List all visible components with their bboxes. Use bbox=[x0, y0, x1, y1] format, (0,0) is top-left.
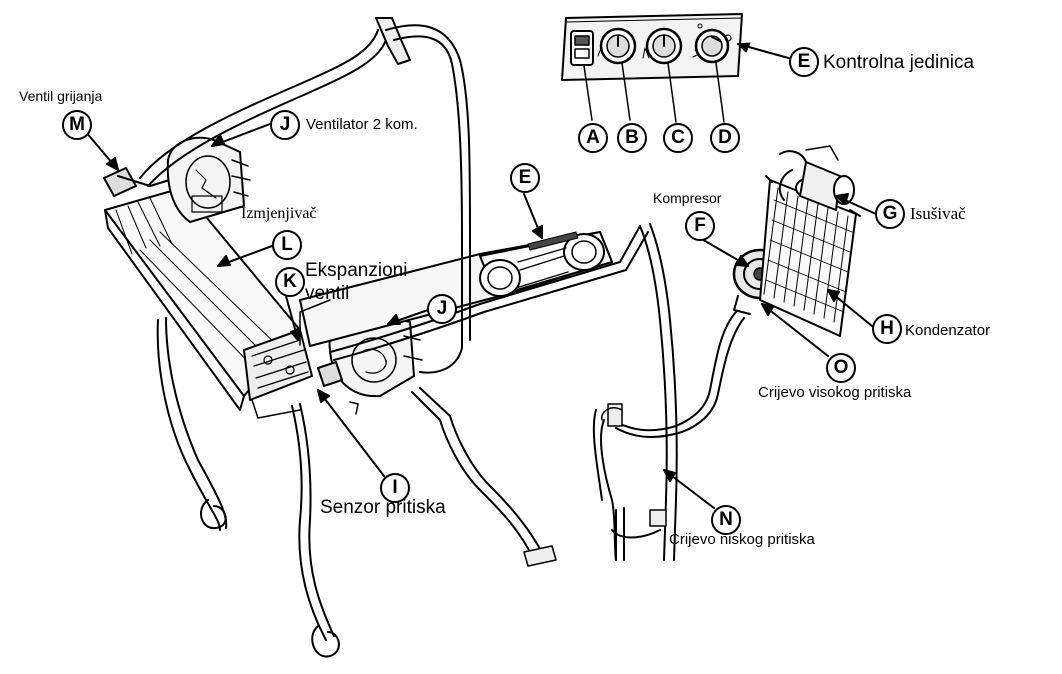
callout-n: N bbox=[711, 505, 741, 535]
leader-lines bbox=[85, 123, 877, 509]
label-crijevo-niskog: Crijevo niskog pritiska bbox=[669, 531, 815, 548]
callout-b: B bbox=[617, 123, 647, 153]
hoses-drawing bbox=[139, 17, 745, 658]
label-ventil-grijanja: Ventil grijanja bbox=[19, 88, 103, 104]
control-panel-drawing bbox=[561, 13, 793, 123]
label-izmjenjivac: Izmjenjivač bbox=[241, 205, 317, 222]
callout-l: L bbox=[272, 230, 302, 260]
label-crijevo-visokog: Crijevo visokog pritiska bbox=[758, 384, 912, 401]
callout-e-duct: E bbox=[510, 163, 540, 193]
label-isusivac: Isušivač bbox=[910, 204, 966, 223]
label-ventil: ventil bbox=[305, 283, 350, 304]
callout-f: F bbox=[685, 211, 715, 241]
label-ventilator: Ventilator 2 kom. bbox=[306, 116, 418, 133]
callout-h: H bbox=[872, 314, 902, 344]
callout-k: K bbox=[275, 267, 305, 297]
label-senzor-pritiska: Senzor pritiska bbox=[320, 497, 446, 518]
callout-a: A bbox=[578, 123, 608, 153]
label-ekspanzioni: Ekspanzioni bbox=[305, 260, 408, 281]
callout-m: M bbox=[62, 110, 92, 140]
label-kondenzator: Kondenzator bbox=[905, 322, 991, 339]
label-kontrolna-jedinica: Kontrolna jedinica bbox=[823, 52, 975, 73]
callout-e-control: E bbox=[789, 47, 819, 77]
label-kompresor: Kompresor bbox=[653, 190, 722, 206]
air-duct-drawing bbox=[299, 231, 613, 347]
callout-o: O bbox=[826, 353, 856, 383]
callout-i: I bbox=[380, 473, 410, 503]
callout-j-upper: J bbox=[270, 110, 300, 140]
condenser-drawing bbox=[759, 145, 861, 337]
callout-j-lower: J bbox=[427, 294, 457, 324]
callout-g: G bbox=[875, 199, 905, 229]
blower-upper-drawing bbox=[166, 136, 251, 223]
callout-c: C bbox=[663, 123, 693, 153]
callout-d: D bbox=[710, 123, 740, 153]
